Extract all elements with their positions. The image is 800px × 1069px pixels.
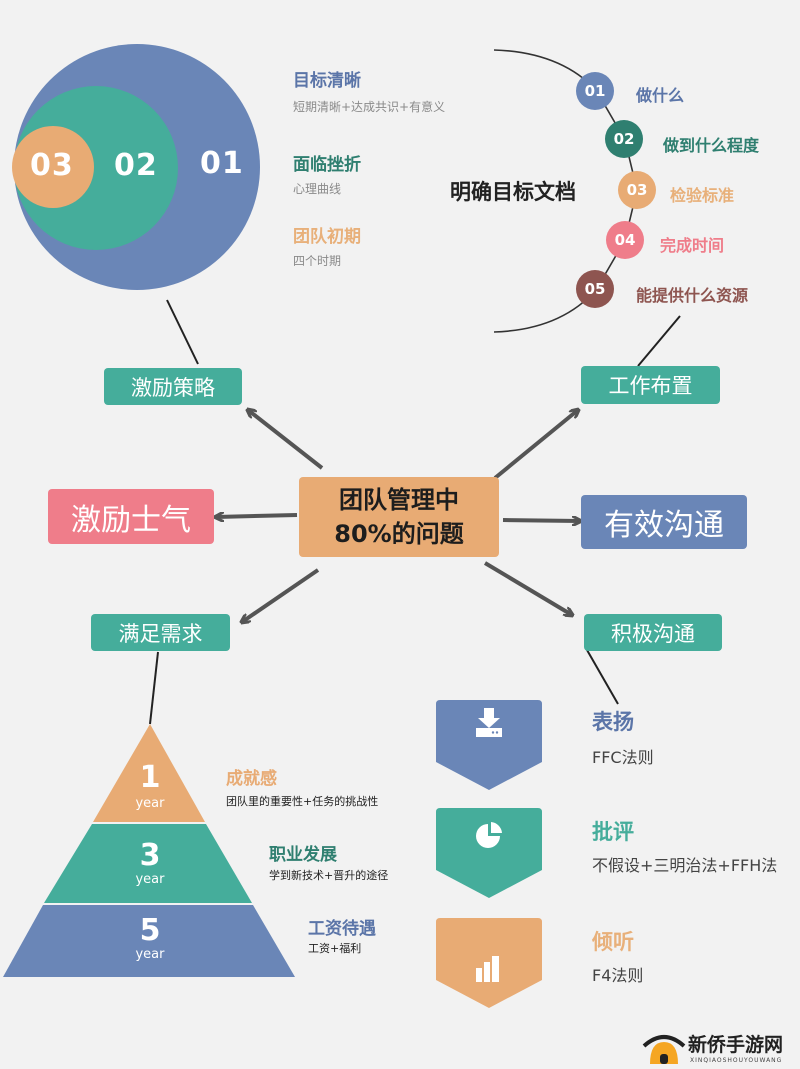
center-line-1: 团队管理中 — [339, 486, 459, 514]
venn-item-title-1: 目标清晰 — [293, 71, 361, 91]
pyramid-title-1: 成就感 — [226, 769, 277, 789]
step-label-03: 检验标准 — [670, 186, 735, 205]
pyramid-level-5 — [3, 905, 295, 977]
step-badge-02: 02 — [605, 120, 643, 158]
node-meet-needs: 满足需求 — [91, 614, 230, 651]
node-effective-communication: 有效沟通 — [581, 495, 747, 549]
pyramid-unit-5: year — [135, 947, 165, 962]
venn-item-subtitle-3: 四个时期 — [293, 254, 342, 268]
pyramid-subtitle-5: 工资+福利 — [308, 942, 362, 955]
pyramid-title-5: 工资待遇 — [308, 919, 376, 939]
praise-shield — [436, 700, 542, 790]
goal-doc-title: 明确目标文档 — [450, 180, 576, 204]
pyramid-num-5: 5 — [139, 913, 161, 948]
house-logo-icon — [642, 1035, 686, 1064]
venn-label-02: 02 — [114, 148, 158, 183]
pyramid-level-1 — [93, 724, 205, 822]
step-badge-01: 01 — [576, 72, 614, 110]
node-incentive-strategy: 激励策略 — [104, 368, 242, 405]
pyramid-num-3: 3 — [139, 838, 161, 873]
venn-item-subtitle-1: 短期清晰+达成共识+有意义 — [293, 100, 446, 114]
node-positive-communication: 积极沟通 — [584, 614, 722, 651]
pie-chart-icon — [476, 822, 502, 848]
venn-label-03: 03 — [30, 148, 74, 183]
step-label-01: 做什么 — [636, 86, 685, 105]
venn-item-title-3: 团队初期 — [293, 227, 361, 247]
pyramid-subtitle-1: 团队里的重要性+任务的挑战性 — [226, 795, 379, 808]
pyramid — [3, 724, 295, 977]
watermark-name: 新侨手游网 — [688, 1034, 784, 1056]
listen-shield — [436, 918, 542, 1008]
node-work-assignment: 工作布置 — [581, 366, 720, 404]
pyramid-unit-3: year — [135, 872, 165, 887]
bar-chart-icon — [476, 956, 499, 982]
center-line-2: 80%的问题 — [334, 520, 464, 548]
step-label-02: 做到什么程度 — [663, 136, 760, 155]
center-node: 团队管理中 80%的问题 — [299, 477, 499, 557]
watermark-pinyin: XINQIAOSHOUYOUWANG — [690, 1057, 783, 1064]
step-badge-05: 05 — [576, 270, 614, 308]
node-boost-morale: 激励士气 — [48, 489, 214, 544]
step-badge-04: 04 — [606, 221, 644, 259]
venn-item-subtitle-2: 心理曲线 — [293, 182, 342, 196]
pyramid-subtitle-3: 学到新技术+晋升的途径 — [269, 869, 389, 882]
pyramid-level-3 — [44, 824, 252, 903]
pyramid-unit-1: year — [135, 796, 165, 811]
comm-title-praise: 表扬 — [592, 710, 634, 734]
step-label-04: 完成时间 — [660, 236, 725, 255]
criticize-shield — [436, 808, 542, 898]
step-label-05: 能提供什么资源 — [636, 286, 749, 305]
comm-subtitle-criticize: 不假设+三明治法+FFH法 — [592, 856, 778, 875]
pyramid-title-3: 职业发展 — [269, 845, 337, 865]
comm-title-criticize: 批评 — [592, 820, 634, 844]
venn-label-01: 01 — [200, 146, 244, 181]
venn-circle-03: 03 — [12, 126, 94, 208]
comm-subtitle-praise: FFC法则 — [592, 748, 654, 767]
comm-title-listen: 倾听 — [592, 930, 634, 954]
pyramid-num-1: 1 — [139, 760, 161, 795]
venn-item-title-2: 面临挫折 — [293, 155, 361, 175]
step-badge-03: 03 — [618, 171, 656, 209]
comm-subtitle-listen: F4法则 — [592, 966, 644, 985]
download-tray-icon — [476, 708, 502, 737]
